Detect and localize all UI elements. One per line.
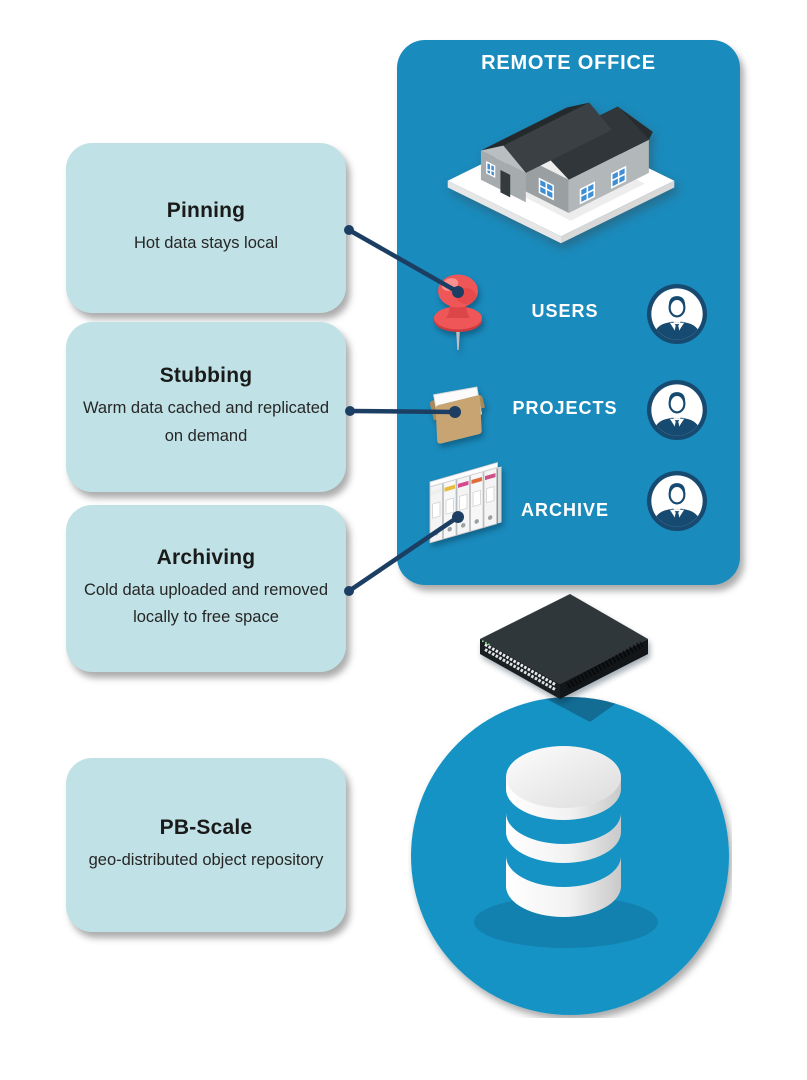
row-label-users: USERS <box>531 301 599 321</box>
database-icon <box>506 746 621 917</box>
feature-title: PB-Scale <box>159 815 253 839</box>
feature-card-stubbing: Stubbing Warm data cached and replicated… <box>66 322 346 492</box>
storage-circle <box>411 697 729 1015</box>
feature-card-archiving: Archiving Cold data uploaded and removed… <box>66 505 346 672</box>
user-avatar-icon <box>646 379 708 441</box>
feature-description: Cold data uploaded and removed locally t… <box>83 580 328 626</box>
remote-office-title: REMOTE OFFICE <box>481 52 656 74</box>
pushpin-icon <box>434 274 482 350</box>
feature-description: Hot data stays local <box>134 233 278 252</box>
network-switch-icon <box>480 594 648 699</box>
feature-title: Archiving <box>156 545 256 569</box>
house-icon <box>447 102 675 244</box>
feature-description: geo-distributed object repository <box>88 850 324 869</box>
row-label-archive: ARCHIVE <box>520 500 609 520</box>
feature-title: Pinning <box>166 198 246 222</box>
user-avatar-icon <box>646 283 708 345</box>
feature-card-pbscale: PB-Scale geo-distributed object reposito… <box>66 758 346 932</box>
feature-title: Stubbing <box>159 364 253 388</box>
user-avatar-icon <box>646 470 708 532</box>
feature-card-pinning: Pinning Hot data stays local <box>66 143 346 313</box>
database-shadow <box>474 896 658 948</box>
feature-description: Warm data cached and replicated on deman… <box>82 399 330 445</box>
row-label-projects: PROJECTS <box>512 398 618 418</box>
